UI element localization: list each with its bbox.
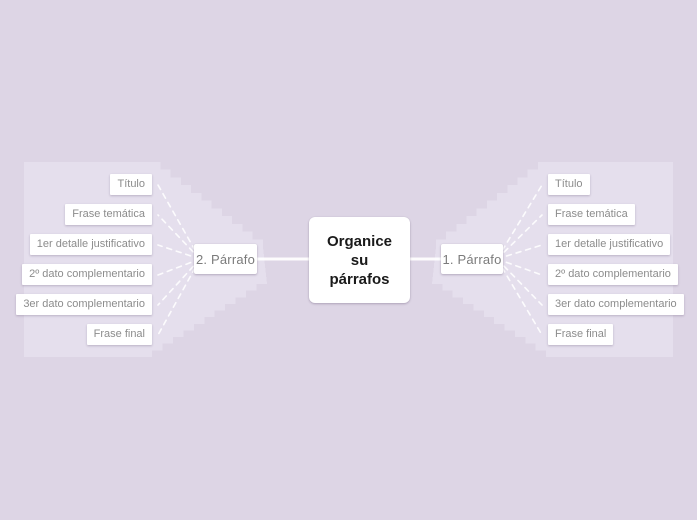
subtopic-connector-line [496, 258, 543, 276]
subtopic-connector-line [157, 244, 201, 260]
subtopic-connector-line [157, 258, 201, 306]
subtopic[interactable]: 2º dato complementario [22, 264, 152, 285]
subtopic[interactable]: Frase temática [65, 204, 152, 225]
subtopic[interactable]: Frase temática [548, 204, 635, 225]
branch-node-label: 2. Párrafo [195, 251, 256, 267]
subtopic[interactable]: 1er detalle justificativo [548, 234, 671, 255]
subtopic-connector-line [157, 258, 201, 336]
subtopic-connector-line [157, 184, 201, 260]
subtopic[interactable]: 3er dato complementario [16, 294, 152, 315]
subtopic[interactable]: 1er detalle justificativo [29, 234, 152, 255]
subtopic-connector-line [157, 258, 201, 276]
subtopic-connector-line [496, 184, 543, 260]
branch-node-label: 1. Párrafo [442, 251, 502, 267]
root-node-label: Organice su párrafos [326, 232, 393, 288]
subtopic-connector-line [496, 244, 543, 260]
subtopic[interactable]: Título [548, 174, 590, 195]
subtopic[interactable]: Frase final [86, 324, 152, 345]
subtopic[interactable]: 2º dato complementario [548, 264, 678, 285]
root-node[interactable]: Organice su párrafos [309, 217, 410, 303]
subtopic-connector-line [496, 258, 543, 336]
branch-node-2-parrafo[interactable]: 2. Párrafo [194, 244, 257, 274]
subtopic[interactable]: Frase final [548, 324, 614, 345]
subtopic-connector-line [496, 258, 543, 306]
subtopic[interactable]: Título [110, 174, 152, 195]
subtopic[interactable]: 3er dato complementario [548, 294, 684, 315]
branch-node-1-parrafo[interactable]: 1. Párrafo [441, 244, 503, 274]
subtopic-connector-line [496, 214, 543, 260]
subtopic-connector-line [157, 214, 201, 260]
